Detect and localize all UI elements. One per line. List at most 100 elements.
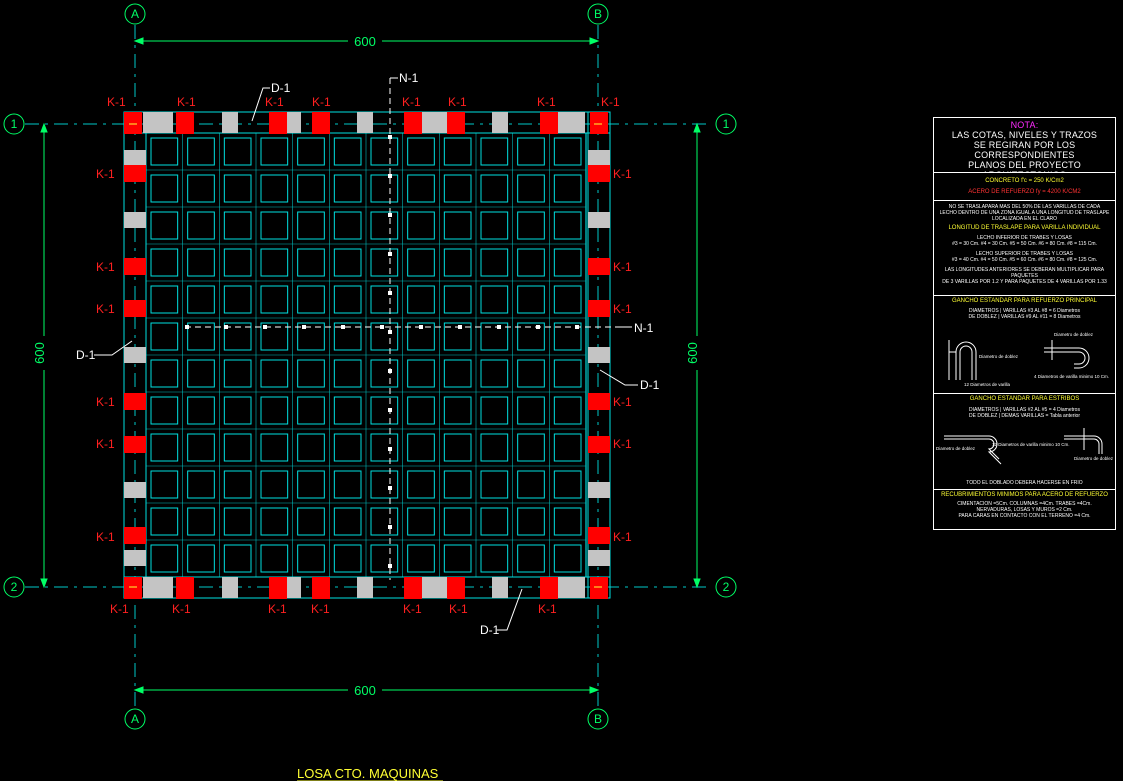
wall-segment [492,577,508,598]
column-k1 [124,300,146,317]
axis-marker [388,369,392,373]
waffle-cell [553,285,582,314]
waffle-cell [370,359,399,388]
waffle-cell [297,137,325,166]
stirrup-title: GANCHO ESTANDAR PARA ESTRIBOS [969,396,1080,402]
waffle-cell [333,359,362,388]
bubble-label-1-left: 1 [11,117,18,131]
waffle-cell [553,433,582,462]
column-label: K-1 [107,95,126,109]
waffle-cell [370,470,399,499]
stirrup-label-1: 12 Diametros de varilla minimo 10 Cm. [992,442,1070,447]
column-label: K-1 [96,530,115,544]
waffle-cell [370,544,399,573]
waffle-cell [407,248,435,277]
axis-marker [497,325,501,329]
waffle-cell [443,174,472,203]
dim-bottom: 600 [354,683,376,698]
column-k1 [124,436,146,453]
waffle-cell [297,507,325,536]
splice-section: NO SE TRASLAPARA MAS DEL 50% DE LAS VARI… [934,201,1115,296]
waffle-cell [480,433,509,462]
column-k1 [176,112,194,134]
waffle-cell [187,544,215,573]
cover-line-3: PARA CARAS EN CONTACTO CON EL TERRENO =4… [958,513,1091,519]
waffle-cell [517,137,545,166]
waffle-cell [223,507,252,536]
hook-line-2: DE DOBLEZ | VARILLAS #9 AL #11 = 8 Diame… [968,314,1081,320]
column-k1 [176,577,194,599]
wall-segment [124,550,146,566]
waffle-cell [223,211,252,240]
notes-main-line-2: SE REGIRAN POR LOS CORRESPONDIENTES [973,140,1076,160]
stirrup-note: TODO EL DOBLADO DEBERA HACERSE EN FRIO [966,480,1083,486]
waffle-cell [150,322,179,351]
waffle-cell [333,174,362,203]
dim-left: 600 [32,342,47,364]
waffle-cell [517,322,545,351]
n1-axis-markers [185,135,579,568]
waffle-cell [333,285,362,314]
waffle-cell [407,544,435,573]
hook-title: GANCHO ESTANDAR PARA REFUERZO PRINCIPAL [951,298,1098,304]
axis-marker [388,525,392,529]
axis-marker [388,330,392,334]
waffle-cell [480,359,509,388]
waffle-cell [333,507,362,536]
axis-marker [302,325,306,329]
cover-line-2: NERVADURAS, LOSAS Y MUROS =2 Cm. [976,507,1073,513]
waffle-cell [260,544,289,573]
column-label: K-1 [96,302,115,316]
lower-bed-title: LECHO INFERIOR DE TRABES Y LOSAS [977,235,1072,241]
waffle-cell [553,396,582,425]
steel-spec: ACERO DE REFUERZO fy = 4200 K/CM2 [968,189,1081,195]
notes-main-line-3: PLANOS DEL PROYECTO ARQUITECTONICO [968,160,1081,172]
axis-bubbles [3,3,737,730]
dim-right: 600 [685,342,700,364]
column-k1 [404,577,422,599]
column-k1 [447,577,465,599]
column-k1 [590,112,608,134]
waffle-cell [480,174,509,203]
waffle-cell [187,507,215,536]
hook-label-1: Diametro de doblez [979,354,1019,359]
column-label: K-1 [601,95,620,109]
waffle-cell [517,544,545,573]
waffle-cell [517,285,545,314]
waffle-cell [443,544,472,573]
column-k1 [404,112,422,134]
general-notes-panel: NOTA: LAS COTAS, NIVELES Y TRAZOS SE REG… [933,117,1116,530]
column-label: K-1 [96,167,115,181]
axis-marker [388,408,392,412]
wall-segment [143,577,173,598]
waffle-cell [297,544,325,573]
wall-segment [588,550,610,566]
waffle-cell [333,433,362,462]
waffle-cell [150,433,179,462]
waffle-cell [480,470,509,499]
wall-segment [124,347,146,363]
concrete-spec: CONCRETO f'c = 250 K/Cm2 [985,178,1064,184]
bubble-2-right [715,576,737,598]
n1-axes [185,78,620,580]
hook-line-1: DIAMETROS | VARILLAS #3 AL #8 = 6 Diamet… [969,308,1080,314]
waffle-cell [443,470,472,499]
waffle-cell [553,544,582,573]
column-k1 [124,393,146,410]
beam-labels: D-1 D-1 D-1 D-1 [76,81,660,637]
waffle-cell [150,174,179,203]
wall-segment [492,112,508,133]
hook-label-4: Diametro de doblez [1054,332,1094,337]
bubble-label-b-top: B [594,7,602,21]
stirrup-section: GANCHO ESTANDAR PARA ESTRIBOS DIAMETROS … [934,394,1115,490]
column-k1 [590,577,608,599]
waffle-cell [333,396,362,425]
column-k1 [540,112,558,134]
waffle-cell [553,211,582,240]
waffle-cell [443,507,472,536]
perimeter-elements [123,111,611,599]
waffle-cell [480,322,509,351]
splice-intro-3: LOCALIZADA EN EL CLARO [991,216,1058,222]
waffle-cell [407,396,435,425]
